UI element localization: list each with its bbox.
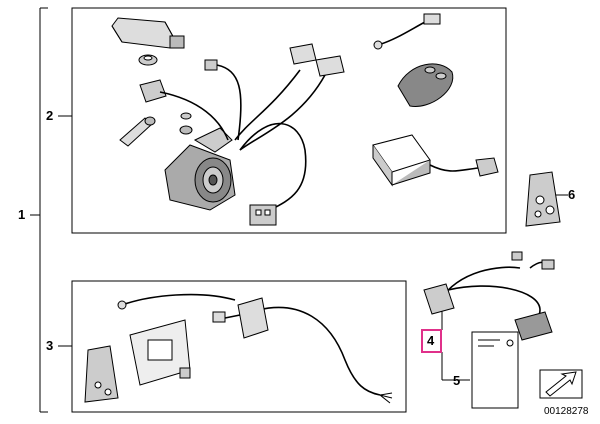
callout-1: 1 <box>18 207 26 222</box>
mounting-bracket-6 <box>525 171 561 227</box>
view-direction-icon <box>539 369 583 399</box>
remote-key-fob <box>397 63 454 107</box>
sensor-lead <box>373 13 441 50</box>
control-module <box>372 134 499 187</box>
wiring-harness-3 <box>121 293 381 396</box>
callout-6: 6 <box>568 187 576 202</box>
frame-item-2 <box>71 7 507 234</box>
callout-5: 5 <box>453 373 461 388</box>
bracket-small <box>84 345 119 403</box>
harness-plug <box>237 297 269 339</box>
siren-assembly <box>111 17 236 211</box>
callout-2: 2 <box>46 108 54 123</box>
callout-4: 4 <box>427 333 435 348</box>
connector-block-top <box>249 43 345 226</box>
diagram-number: 00128278 <box>544 406 589 417</box>
siren-wiring <box>159 64 326 211</box>
callout-3: 3 <box>46 338 54 353</box>
callout-4-highlight <box>421 329 442 353</box>
instructions-booklet <box>471 331 519 409</box>
bracket-item-1 <box>39 7 48 413</box>
